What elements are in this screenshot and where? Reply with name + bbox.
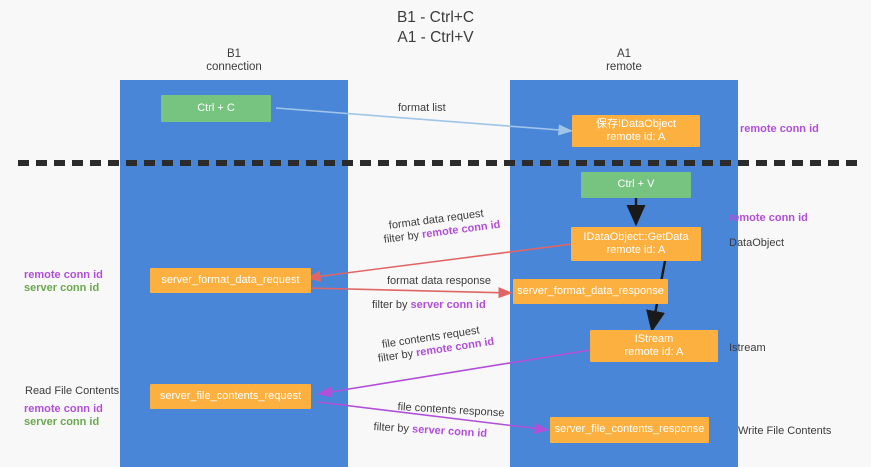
node-istream[interactable]: IStream remote id: A: [590, 330, 718, 362]
node-server-file-contents-request-label: server_file_contents_request: [159, 389, 302, 402]
edge-format-list: [275, 107, 573, 136]
lane-header-b1-line2: connection: [206, 61, 262, 73]
node-getdata-sub: remote id: A: [606, 244, 666, 256]
node-server-format-data-response-label: server_format_data_response: [517, 284, 664, 297]
edge-format-data-request: [306, 243, 573, 282]
left-label-read-file-contents: Read File Contents: [25, 385, 120, 397]
node-idataobject[interactable]: 保存IDataObject remote id: A: [572, 115, 700, 147]
node-server-file-contents-response-label: server_file_contents_response: [554, 423, 705, 436]
edge-file-contents-request: [317, 349, 591, 398]
node-server-format-data-response[interactable]: server_format_data_response: [513, 279, 668, 304]
edge-label-format-list: format list: [398, 102, 446, 114]
node-ctrl-v-label: Ctrl + V: [617, 178, 655, 191]
filter-key-server-conn-id-1: server conn id: [410, 299, 486, 311]
lane-header-b1-line1: B1: [226, 48, 242, 60]
node-ctrl-c-label: Ctrl + C: [197, 101, 235, 114]
node-ctrl-c[interactable]: Ctrl + C: [161, 95, 271, 122]
edge-label-format-data-response: format data response: [387, 275, 491, 287]
right-label-write-file-contents: Write File Contents: [738, 425, 832, 437]
filter-prefix-2: filter by: [372, 299, 411, 311]
diagram-title: B1 - Ctrl+C A1 - Ctrl+V: [0, 8, 871, 48]
node-idataobject-sub: remote id: A: [606, 131, 666, 143]
right-label-istream: Istream: [729, 342, 766, 354]
node-server-format-data-request-label: server_format_data_request: [161, 273, 300, 286]
filter-prefix-4: filter by: [373, 420, 413, 436]
edge-format-data-response: [306, 287, 513, 299]
node-istream-sub: remote id: A: [624, 346, 684, 358]
right-label-dataobject: DataObject: [729, 237, 785, 249]
left-label-server-conn-id-1: server conn id: [24, 282, 100, 294]
lane-header-a1-line1: A1: [616, 48, 632, 60]
lane-header-a1: A1 remote: [510, 48, 738, 74]
right-label-remote-conn-id-mid: remote conn id: [729, 212, 808, 224]
node-idataobject-label: 保存IDataObject: [595, 117, 677, 130]
node-ctrl-v[interactable]: Ctrl + V: [581, 172, 691, 198]
title-line-2: A1 - Ctrl+V: [397, 29, 474, 46]
left-label-server-conn-id-2: server conn id: [24, 416, 100, 428]
node-server-file-contents-request[interactable]: server_file_contents_request: [150, 384, 311, 409]
node-getdata[interactable]: IDataObject::GetData remote id: A: [571, 227, 701, 261]
left-label-remote-conn-id-1: remote conn id: [24, 269, 103, 281]
node-server-format-data-request[interactable]: server_format_data_request: [150, 268, 311, 293]
node-istream-label: IStream: [634, 332, 674, 345]
lane-header-a1-line2: remote: [606, 61, 642, 73]
left-label-remote-conn-id-2: remote conn id: [24, 403, 103, 415]
node-server-file-contents-response[interactable]: server_file_contents_response: [550, 417, 709, 443]
node-getdata-label: IDataObject::GetData: [583, 230, 689, 243]
edge-file-contents-response: [317, 401, 549, 434]
title-line-1: B1 - Ctrl+C: [396, 9, 475, 26]
edge-label-format-data-response-filter: filter by server conn id: [372, 298, 486, 312]
right-label-remote-conn-id-top: remote conn id: [740, 123, 819, 135]
lane-header-b1: B1 connection: [120, 48, 348, 74]
